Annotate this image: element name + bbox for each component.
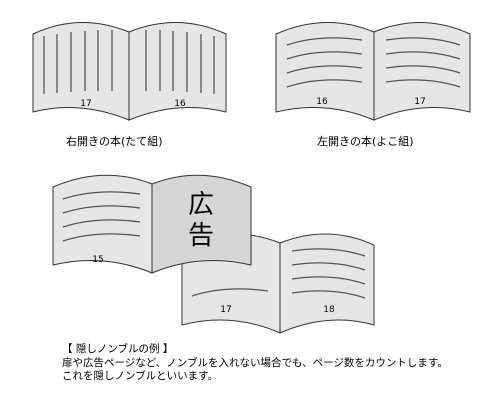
page-number: 17: [414, 97, 425, 107]
note-line: 扉や広告ページなど、ノンブルを入れない場合でも、ページ数をカウントします。: [62, 356, 448, 369]
caption-right-open-book: 右開きの本(たて組): [66, 135, 163, 148]
book-right-open: 17 16: [32, 21, 227, 121]
book-right-open-right-page: [128, 21, 227, 121]
ad-kanji-bottom: 告: [188, 221, 214, 251]
page-number: 16: [174, 99, 186, 109]
advertisement-page: [151, 174, 252, 274]
book-hidden-back-left-page: [52, 174, 153, 274]
page-number: 17: [220, 305, 231, 315]
book-hidden-back: 15 広 告: [52, 174, 252, 274]
page-number: 16: [316, 97, 328, 107]
page-number: 17: [80, 99, 91, 109]
book-hidden-back-horizontal-lines: [62, 191, 141, 242]
page-number: 18: [323, 305, 335, 315]
book-left-open: 16 17: [275, 21, 471, 121]
book-hidden-front-right-page: [279, 233, 375, 334]
book-right-open-vertical-lines: [43, 30, 215, 94]
book-hidden-front-horizontal-lines: [191, 248, 366, 299]
ad-kanji-top: 広: [188, 190, 214, 220]
book-left-open-left-page: [275, 21, 375, 121]
note-line: これを隠しノンブルといいます。: [62, 370, 219, 382]
page-number: 15: [92, 255, 103, 265]
book-left-open-horizontal-lines: [286, 37, 461, 88]
book-left-open-right-page: [373, 21, 471, 121]
explanation-note: 【 隠しノンブルの例 】 扉や広告ページなど、ノンブルを入れない場合でも、ページ…: [62, 343, 448, 384]
caption-left-open-book: 左開きの本(よこ組): [317, 135, 414, 148]
note-title: 【 隠しノンブルの例 】: [62, 343, 174, 355]
